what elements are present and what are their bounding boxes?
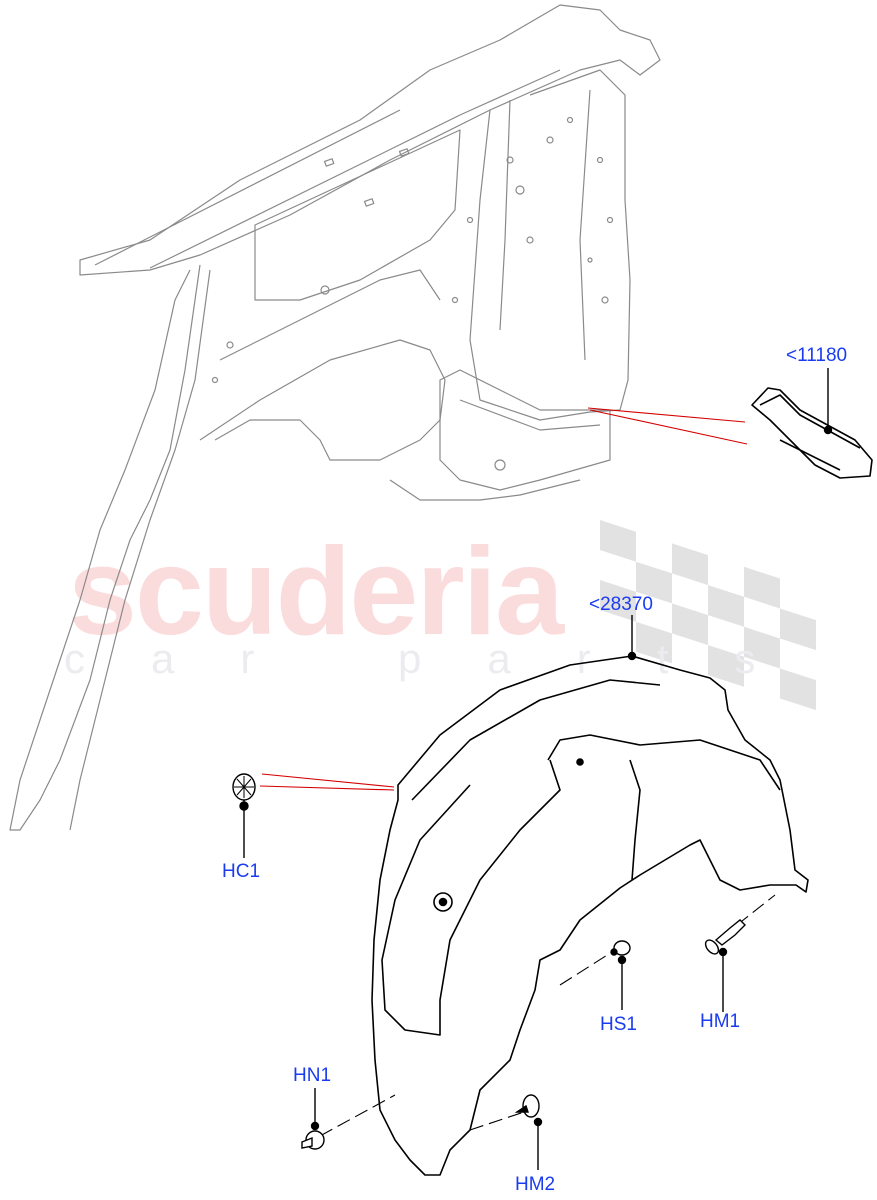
reference-lines xyxy=(259,407,748,791)
callout-hc1[interactable]: HC1 xyxy=(222,861,261,882)
watermark-brand: scuderia xyxy=(68,523,564,661)
wheel-arch-liner-28370-part xyxy=(371,655,809,1176)
screw-icon xyxy=(610,940,631,956)
clip-icon xyxy=(232,773,256,801)
callout-hm2[interactable]: HM2 xyxy=(515,1174,556,1195)
callout-hn1[interactable]: HN1 xyxy=(293,1065,332,1086)
callout-hm1[interactable]: HM1 xyxy=(700,1011,741,1032)
push-rivet-icon xyxy=(704,919,746,955)
bracket-11180-part xyxy=(751,387,873,479)
nut-icon xyxy=(301,1130,325,1150)
callout-11180[interactable]: <11180 xyxy=(786,345,848,366)
push-rivet-icon-2 xyxy=(514,1094,540,1118)
callout-hs1[interactable]: HS1 xyxy=(600,1014,637,1035)
leader-lines xyxy=(239,368,833,1170)
callout-28370[interactable]: <28370 xyxy=(589,594,653,615)
